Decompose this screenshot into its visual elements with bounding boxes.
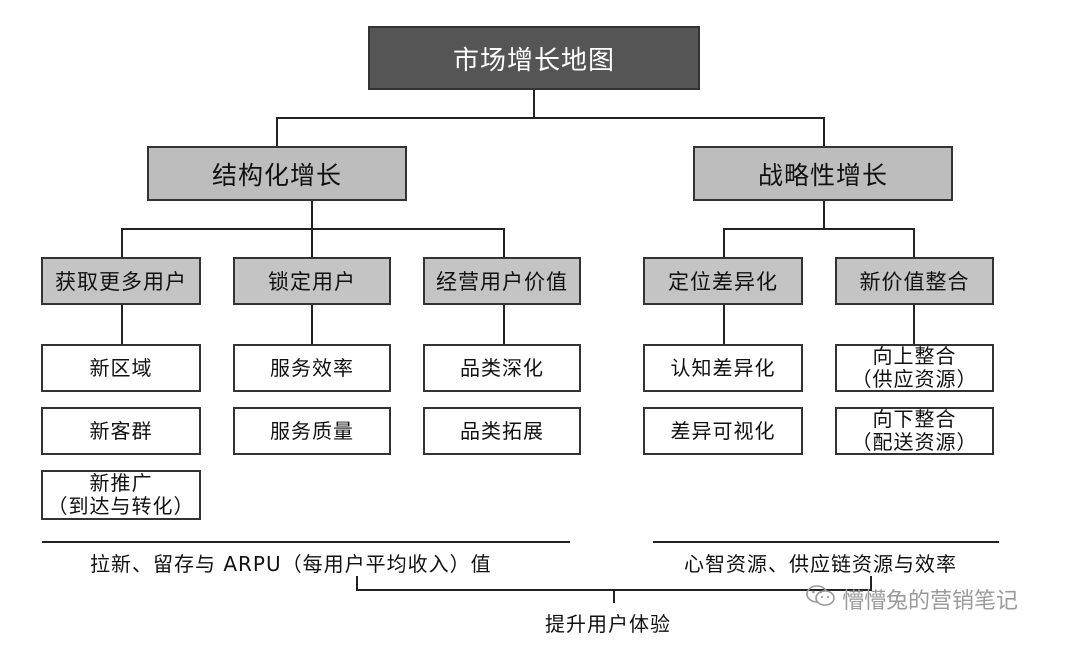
leaf-cognitive-diff: 认知差异化: [643, 344, 803, 392]
branch-strategic: 战略性增长: [693, 146, 953, 201]
leaf-category-expand: 品类拓展: [423, 407, 581, 455]
summary-strategic: 心智资源、供应链资源与效率: [684, 552, 957, 576]
connector: [311, 228, 313, 258]
bracket-connector: [613, 589, 615, 603]
connector: [121, 305, 123, 345]
leaf-downstream-integration: 向下整合 （配送资源）: [835, 407, 994, 455]
connector: [121, 228, 123, 258]
wechat-icon: [806, 584, 836, 614]
connector: [533, 90, 535, 118]
summary-line-left: [42, 541, 570, 543]
connector: [121, 228, 505, 230]
connector: [913, 305, 915, 345]
leaf-category-deepen: 品类深化: [423, 344, 581, 392]
connector: [913, 228, 915, 258]
connector: [823, 201, 825, 229]
leaf-new-promotion: 新推广 （到达与转化）: [41, 470, 201, 520]
connector: [723, 305, 725, 345]
group-lock-users: 锁定用户: [233, 257, 391, 305]
group-acquire-users: 获取更多用户: [41, 257, 201, 305]
summary-structural: 拉新、留存与 ARPU（每用户平均收入）值: [90, 552, 492, 576]
leaf-visible-diff: 差异可视化: [643, 407, 803, 455]
connector: [723, 228, 725, 258]
leaf-service-efficiency: 服务效率: [233, 344, 391, 392]
leaf-service-quality: 服务质量: [233, 407, 391, 455]
leaf-new-region: 新区域: [41, 344, 201, 392]
connector: [276, 117, 278, 147]
connector: [723, 228, 915, 230]
connector: [823, 117, 825, 147]
connector: [311, 305, 313, 345]
bracket-connector: [356, 576, 358, 590]
leaf-new-segment: 新客群: [41, 407, 201, 455]
root-node: 市场增长地图: [368, 26, 700, 90]
connector: [503, 305, 505, 345]
conclusion: 提升用户体验: [545, 612, 671, 636]
connector: [503, 228, 505, 258]
group-value-integration: 新价值整合: [835, 257, 994, 305]
bracket-connector: [870, 576, 872, 590]
watermark: 懵懵兔的营销笔记: [806, 583, 1018, 615]
summary-line-right: [653, 541, 999, 543]
leaf-upstream-integration: 向上整合 （供应资源）: [835, 344, 994, 392]
group-positioning: 定位差异化: [643, 257, 803, 305]
connector: [276, 117, 825, 119]
connector: [311, 201, 313, 229]
group-user-value: 经营用户价值: [423, 257, 581, 305]
watermark-text: 懵懵兔的营销笔记: [842, 589, 1019, 614]
branch-structural: 结构化增长: [147, 146, 407, 201]
